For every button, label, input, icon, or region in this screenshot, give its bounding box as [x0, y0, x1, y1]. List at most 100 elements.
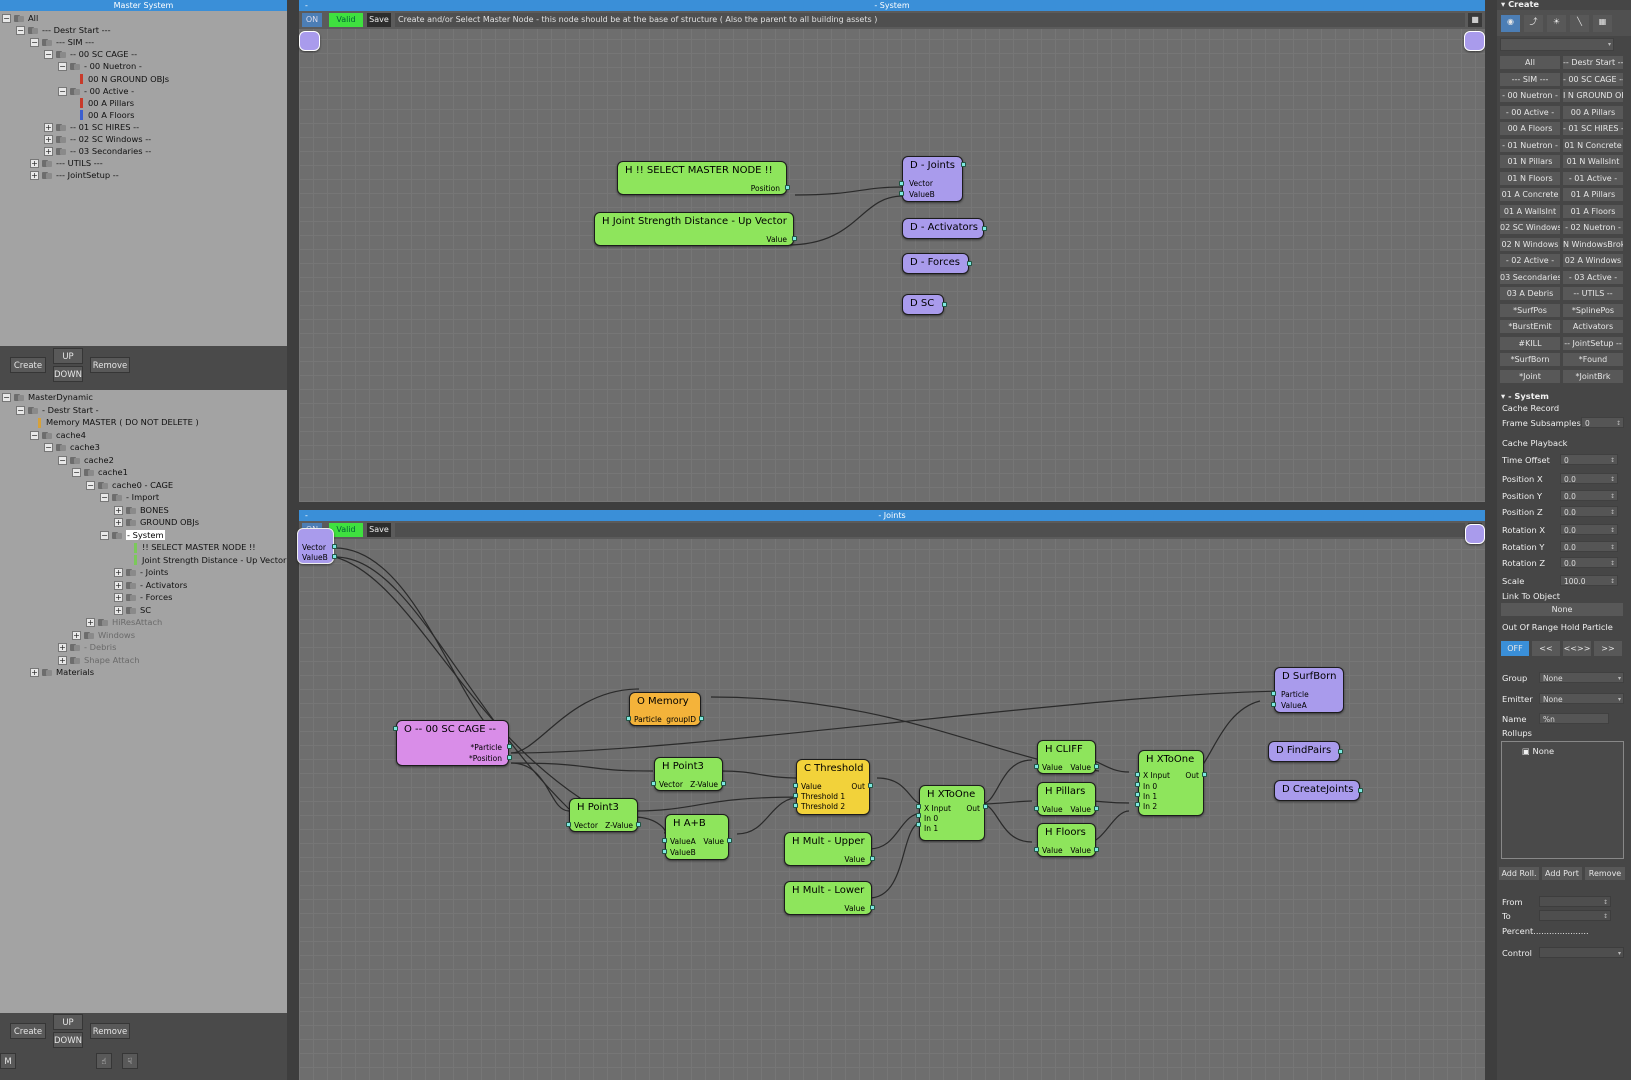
input-port[interactable] [662, 849, 667, 854]
spinner-arrows-icon[interactable]: ↕ [1609, 527, 1615, 534]
rollups-list[interactable]: ▣ None [1501, 741, 1624, 859]
preset-button[interactable]: *SplinePos [1563, 303, 1623, 317]
input-port[interactable] [1135, 792, 1140, 797]
input-port[interactable] [393, 726, 398, 731]
node-mult-lower[interactable]: H Mult - Lower Value [784, 881, 875, 915]
preset-button[interactable]: *SurfPos [1500, 303, 1560, 317]
expand-icon[interactable]: + [30, 668, 39, 677]
input-port[interactable] [1135, 802, 1140, 807]
preset-button[interactable]: *JointBrk [1563, 369, 1623, 383]
tree-item[interactable]: −- 00 Active - [58, 85, 134, 97]
box-icon[interactable]: ▦ [1593, 15, 1612, 32]
spinner-arrows-icon[interactable]: ↕ [1609, 493, 1615, 500]
node-d-activators[interactable]: D - Activators [902, 218, 987, 239]
tree-item[interactable]: +Materials [30, 666, 94, 678]
expand-icon[interactable]: + [72, 630, 81, 640]
expand-icon[interactable]: + [58, 655, 67, 665]
tree-item[interactable]: 00 A Pillars [80, 97, 134, 109]
tree-item[interactable]: +-- 03 Secondaries -- [44, 145, 151, 157]
collapse-icon[interactable]: − [58, 455, 67, 465]
tree-item[interactable]: +- Forces [114, 591, 172, 603]
input-port[interactable] [1034, 806, 1039, 811]
field-spinner[interactable]: 0↕ [1560, 454, 1618, 465]
down-button[interactable]: DOWN [53, 366, 83, 382]
node-floors[interactable]: H Floors Value Value [1034, 823, 1099, 857]
tree-item[interactable]: +- Activators [114, 579, 187, 591]
node-mult-upper[interactable]: H Mult - Upper Value [784, 832, 875, 866]
node-cliff[interactable]: H CLIFF Value Value [1034, 740, 1099, 774]
node-joint-strength[interactable]: H Joint Strength Distance - Up Vector Va… [594, 212, 797, 246]
node-threshold[interactable]: C Threshold Value Threshold 1 Threshold … [793, 759, 873, 815]
collapse-icon[interactable]: − [30, 430, 39, 440]
emitter-dropdown[interactable]: None▾ [1539, 693, 1624, 704]
preset-button[interactable]: N WindowsBrok [1563, 237, 1623, 251]
right-divider[interactable] [1485, 0, 1497, 1080]
hint-field-2[interactable] [395, 523, 1465, 537]
input-port[interactable] [1271, 702, 1276, 707]
master-system-tree[interactable]: −All−--- Destr Start ---−--- SIM ---−-- … [0, 11, 287, 346]
tree-item[interactable]: +SC [114, 604, 151, 616]
node-memory[interactable]: O Memory Particle groupID [626, 692, 704, 726]
collapse-icon[interactable]: ▾ [1501, 0, 1506, 9]
collapse-icon[interactable]: − [100, 493, 109, 502]
tree-item[interactable]: Joint Strength Distance - Up Vector [134, 554, 286, 566]
input-port[interactable] [566, 822, 571, 827]
preset-button[interactable]: 01 N Pillars [1500, 155, 1560, 168]
up-button[interactable]: UP [53, 348, 83, 364]
tree-item[interactable]: +BONES [114, 504, 169, 516]
panel-divider[interactable] [287, 0, 299, 1080]
shapes-icon[interactable]: ⤴ [1524, 15, 1543, 32]
collapse-icon[interactable]: − [2, 14, 11, 23]
remove-button[interactable]: Remove [90, 357, 130, 373]
input-port[interactable] [1135, 772, 1140, 777]
system-left-port-node[interactable] [299, 31, 320, 51]
to-field[interactable]: ↕ [1539, 910, 1611, 921]
preset-button[interactable]: - 00 SC CAGE -- [1563, 72, 1623, 86]
preset-button[interactable]: - 03 Active - [1563, 270, 1623, 284]
preset-button[interactable]: 01 A Floors [1563, 204, 1623, 218]
preset-button[interactable]: All [1500, 56, 1560, 69]
preset-button[interactable]: -- UTILS -- [1563, 287, 1623, 300]
node-d-forces[interactable]: D - Forces [902, 253, 972, 274]
tree-item[interactable]: −MasterDynamic [2, 391, 93, 403]
output-port[interactable] [636, 822, 641, 827]
output-port[interactable] [507, 755, 512, 760]
tree-item[interactable]: +- Joints [114, 566, 168, 578]
tree-item[interactable]: −cache3 [44, 441, 100, 453]
tree-item[interactable]: −- System [100, 529, 165, 541]
save-button-2[interactable]: Save [367, 523, 391, 537]
preset-button[interactable]: 00 A Pillars [1563, 105, 1623, 119]
down-button-2[interactable]: DOWN [53, 1032, 83, 1048]
collapse-icon[interactable]: − [16, 26, 25, 36]
preset-button[interactable]: *Joint [1500, 369, 1560, 383]
tree-item[interactable]: −cache4 [30, 429, 86, 441]
expand-icon[interactable]: + [30, 159, 39, 169]
valid-indicator-2[interactable]: Valid [329, 523, 363, 537]
preset-button[interactable]: 01 A Pillars [1563, 188, 1623, 201]
expand-icon[interactable]: + [114, 605, 123, 615]
range-button[interactable]: << [1532, 641, 1560, 656]
node-xtoone-1[interactable]: H XToOne X Input In 0 In 1 Out [916, 785, 988, 841]
output-port[interactable] [699, 716, 704, 721]
output-port[interactable] [1202, 772, 1207, 777]
input-port[interactable] [1271, 691, 1276, 696]
input-port[interactable] [916, 822, 921, 827]
tree-item[interactable]: −--- SIM --- [30, 36, 94, 48]
tree-item[interactable]: +-- 01 SC HIRES -- [44, 121, 139, 133]
from-field[interactable]: ↕ [1539, 896, 1611, 907]
control-dropdown[interactable]: ▾ [1539, 947, 1624, 958]
expand-icon[interactable]: + [114, 593, 123, 602]
node-sc-cage[interactable]: O -- 00 SC CAGE -- *Particle *Position [393, 720, 512, 766]
tree-item[interactable]: +Windows [72, 629, 135, 641]
preset-button[interactable]: 01 A WallsInt [1500, 204, 1560, 218]
field-spinner[interactable]: 100.0↕ [1560, 575, 1618, 586]
preset-button[interactable]: 03 A Debris [1500, 287, 1560, 300]
preset-button[interactable]: 03 Secondaries [1500, 270, 1560, 284]
input-port[interactable] [793, 793, 798, 798]
geometry-icon[interactable]: ◉ [1501, 15, 1520, 32]
output-port[interactable] [983, 804, 988, 809]
output-port[interactable] [942, 302, 947, 307]
tree-item[interactable]: −All [2, 12, 38, 24]
output-port[interactable] [982, 226, 987, 231]
field-spinner[interactable]: 0.0↕ [1560, 541, 1618, 552]
